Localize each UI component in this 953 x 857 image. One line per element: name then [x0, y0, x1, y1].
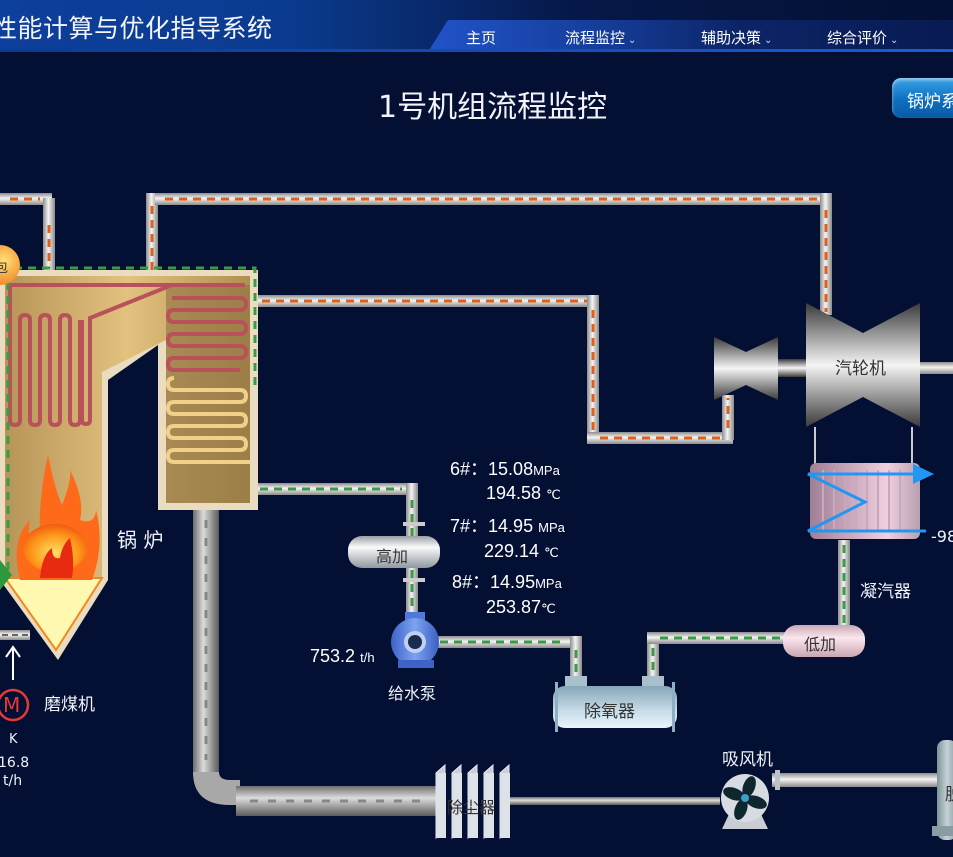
steam-pipe-reheat	[255, 295, 734, 444]
nav-label: 主页	[466, 29, 497, 47]
heater-label: 7#：	[450, 516, 489, 536]
deaerator	[553, 676, 677, 732]
temperature-unit: ℃	[546, 487, 561, 502]
deaerator-label[interactable]: 除氧器	[584, 702, 635, 722]
steam-pipe-main	[146, 193, 832, 315]
chevron-down-icon: ⌄	[764, 35, 773, 46]
desulfur-tower	[932, 740, 953, 840]
feed-pump-label[interactable]: 给水泵	[388, 684, 437, 703]
nav-label: 综合评价	[827, 29, 888, 47]
temperature-value: 194.58	[486, 483, 542, 503]
hp-heater-label[interactable]: 高加	[376, 547, 409, 566]
turbine-label[interactable]: 汽轮机	[835, 359, 886, 379]
id-fan	[721, 770, 937, 829]
nav-item-decision-support[interactable]: 辅助决策⌄	[701, 27, 772, 48]
flue-duct	[193, 510, 441, 816]
main-nav: 主页 流程监控⌄ 辅助决策⌄ 综合评价⌄	[428, 20, 953, 52]
nav-item-process-monitor[interactable]: 流程监控⌄	[565, 27, 636, 48]
boiler-label: 锅 炉	[117, 528, 164, 552]
feed-water-flow-unit: t/h	[360, 650, 375, 665]
coal-mill-label[interactable]: 磨煤机	[44, 695, 95, 715]
page-title: 1号机组流程监控	[378, 90, 608, 125]
motor-icon	[0, 688, 30, 722]
heater-6-temperature: 194.58 ℃	[486, 483, 561, 504]
heater-label: 8#：	[452, 572, 491, 592]
heater-7-temperature: 229.14 ℃	[484, 541, 559, 562]
steam-turbine	[714, 303, 953, 470]
nav-item-home[interactable]: 主页	[466, 27, 496, 48]
pressure-unit: MPa	[533, 463, 560, 478]
id-fan-label[interactable]: 吸风机	[722, 750, 773, 770]
chevron-down-icon: ⌄	[628, 35, 637, 46]
boiler-system-button[interactable]: 锅炉系	[892, 78, 953, 118]
fan-icon	[723, 776, 767, 820]
steam-pipe-drum	[0, 193, 55, 270]
flow-arrow-icon	[0, 560, 12, 590]
temperature-unit: ℃	[541, 601, 556, 616]
drum-label: 包	[0, 261, 9, 276]
arrow-up-icon	[5, 645, 21, 658]
heater-8-pressure: 8#：14.95MPa	[452, 568, 562, 594]
superheater-coil	[8, 283, 249, 428]
desulfur-tower-label[interactable]: 脱	[945, 780, 953, 805]
app-title: 性能计算与优化指导系统	[0, 14, 273, 43]
pressure-value: 14.95	[490, 572, 536, 592]
dust-collector-label[interactable]: 除尘器	[447, 798, 496, 817]
feed-pump	[391, 612, 439, 668]
temperature-value: 253.87	[486, 597, 542, 617]
heater-label: 6#：	[450, 459, 489, 479]
motor-symbol: M	[3, 693, 21, 717]
coal-mill-flow-unit: t/h	[3, 773, 23, 789]
condenser-label[interactable]: 凝汽器	[860, 582, 911, 602]
temperature-unit: ℃	[544, 545, 559, 560]
steam-drum	[0, 245, 20, 285]
feed-water-flow: 753.2 t/h	[310, 646, 375, 667]
nav-label: 流程监控	[565, 29, 626, 47]
condenser	[807, 463, 934, 539]
coal-mill-flow-value: 16.8	[0, 755, 30, 771]
feed-water-flow-value: 753.2	[310, 646, 356, 666]
boiler	[0, 266, 258, 660]
chevron-down-icon: ⌄	[890, 35, 899, 46]
lp-heater	[783, 625, 865, 657]
pressure-value: 14.95	[488, 516, 534, 536]
flow-arrow-icon	[913, 464, 934, 484]
pressure-unit: MPa	[538, 520, 565, 535]
coal-mill-id: K	[9, 732, 18, 747]
heater-6-pressure: 6#：15.08MPa	[450, 455, 560, 481]
condenser-vacuum-value: -98	[931, 527, 953, 546]
nav-label: 辅助决策	[701, 29, 762, 47]
coal-feed	[0, 630, 30, 722]
dust-collector	[435, 763, 720, 840]
nav-item-evaluation[interactable]: 综合评价⌄	[827, 27, 898, 48]
heater-8-temperature: 253.87℃	[486, 597, 556, 618]
lp-heater-label[interactable]: 低加	[804, 635, 837, 654]
hp-heater	[348, 522, 440, 582]
cooling-water-line	[807, 472, 926, 533]
economizer-coil	[165, 376, 250, 464]
pressure-unit: MPa	[535, 576, 562, 591]
top-bar: 性能计算与优化指导系统 主页 流程监控⌄ 辅助决策⌄ 综合评价⌄	[0, 0, 953, 52]
pressure-value: 15.08	[488, 459, 534, 479]
temperature-value: 229.14	[484, 541, 540, 561]
heater-7-pressure: 7#：14.95 MPa	[450, 512, 565, 538]
flame-icon	[16, 455, 100, 580]
